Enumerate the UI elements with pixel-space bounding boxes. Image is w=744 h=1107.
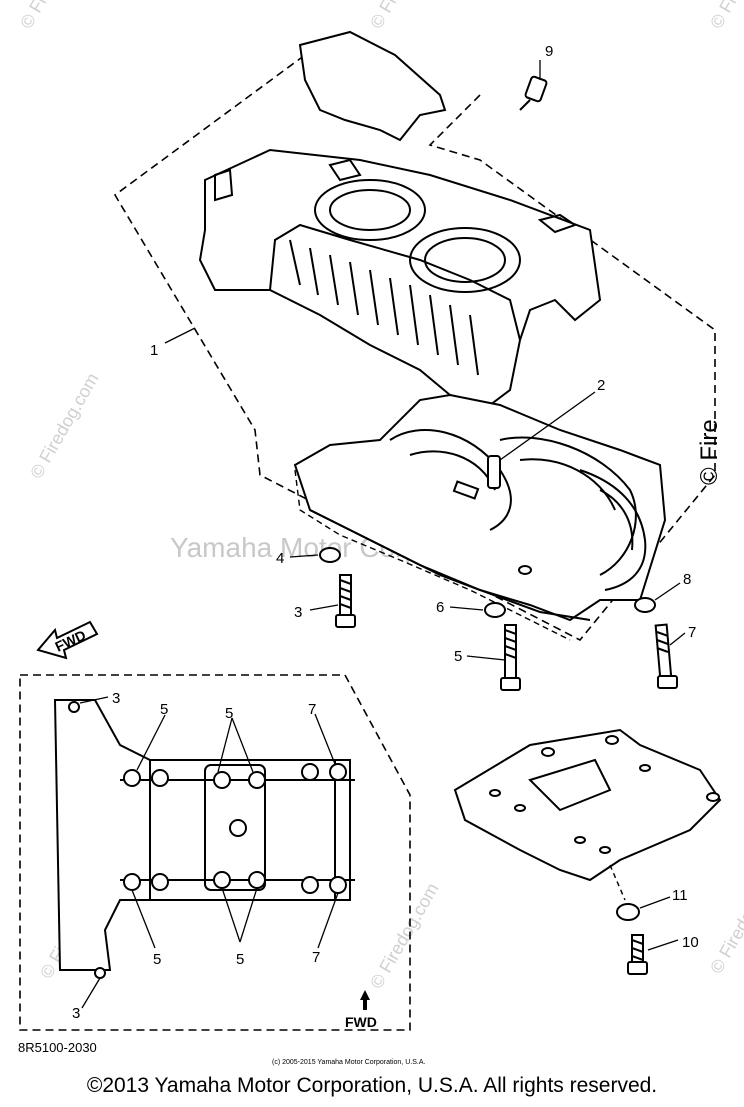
callout-1: 1	[150, 342, 158, 359]
inset-callout-3-bottom: 3	[72, 1005, 80, 1022]
bolts	[335, 574, 678, 975]
inset-callout-7-bottom: 7	[312, 949, 320, 966]
inset-fwd-label: FWD	[345, 1014, 377, 1030]
inset-callout-5-center-bottom: 5	[236, 951, 244, 968]
watermark-top-center: © Firedog.com	[366, 0, 442, 32]
plug-part-9	[519, 75, 548, 111]
inset-callout-7-top: 7	[308, 701, 316, 718]
callout-7: 7	[688, 624, 696, 641]
watermark-left: © Firedog.com	[26, 370, 102, 482]
small-copyright: (c) 2005-2015 Yamaha Motor Corporation, …	[272, 1059, 425, 1066]
callout-numbers: 9 1 2 4 3 6 5 8 7 11 10 3 5 5 7 5 5 7 3	[72, 43, 699, 1022]
bolt-pattern-inset: FWD	[19, 674, 411, 1031]
watermark-fire-right: © Fire	[696, 419, 723, 485]
inset-fwd-arrow-icon	[360, 990, 370, 1010]
bolt-part-5	[500, 624, 521, 691]
callout-3: 3	[294, 604, 302, 621]
bracket-dashed-leader	[609, 864, 626, 901]
watermark-top-right: © Firedog.com	[706, 0, 744, 32]
callout-10: 10	[682, 934, 699, 951]
inset-callout-5-center-top: 5	[225, 705, 233, 722]
nut-part-11	[616, 903, 640, 921]
assembly-outline-lower	[294, 469, 571, 641]
watermark-top-left: © Firedog.com	[16, 0, 92, 32]
callout-5: 5	[454, 648, 462, 665]
bolt-part-10	[627, 934, 648, 975]
bolt-part-3	[335, 574, 356, 628]
inset-callout-5-left-top: 5	[160, 701, 168, 718]
inset-callout-5-left-bottom: 5	[153, 951, 161, 968]
washer-part-8	[634, 597, 656, 613]
dowel-pin-part-2	[487, 455, 532, 575]
washer-part-6	[484, 602, 506, 618]
watermark-right-lower: © Firedog.com	[706, 865, 744, 977]
fwd-arrow: FWD	[36, 620, 99, 660]
callout-4: 4	[276, 550, 284, 567]
inset-callout-3-top: 3	[112, 690, 120, 707]
callout-6: 6	[436, 599, 444, 616]
inset-bolt-holes	[68, 701, 347, 979]
main-leader-lines	[164, 60, 686, 951]
callout-2: 2	[597, 377, 605, 394]
inset-leader-lines	[79, 696, 339, 1009]
bolt-part-7	[654, 623, 678, 689]
mount-bracket	[453, 728, 722, 882]
fwd-arrow-label: FWD	[53, 627, 89, 655]
callout-9: 9	[545, 43, 553, 60]
callout-8: 8	[683, 571, 691, 588]
part-code: 8R5100-2030	[18, 1040, 97, 1055]
callout-11: 11	[672, 887, 688, 904]
washer-part-4	[319, 547, 341, 563]
washers	[319, 547, 656, 618]
watermark-center-lower: © Firedog.com	[366, 880, 442, 992]
footer-copyright: ©2013 Yamaha Motor Corporation, U.S.A. A…	[86, 1074, 658, 1097]
upper-crankcase	[198, 30, 602, 407]
